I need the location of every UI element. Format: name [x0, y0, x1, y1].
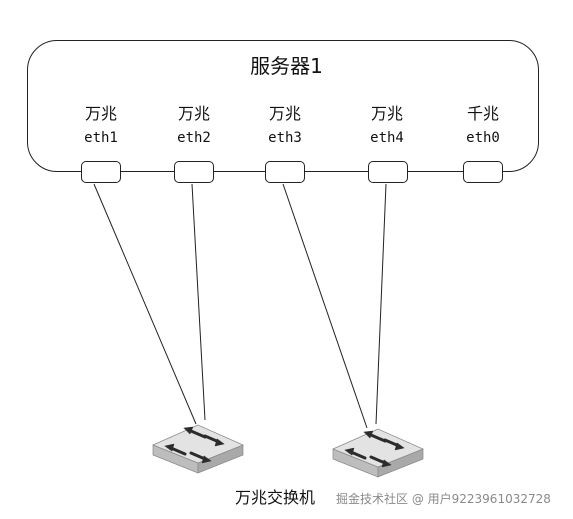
port-name-eth2: eth2: [177, 130, 211, 146]
port-speed-eth0: 千兆: [466, 104, 499, 123]
link-eth3-switch2: [282, 183, 368, 429]
network-switch-icon: [152, 424, 244, 474]
port-name-eth4: eth4: [370, 130, 404, 146]
port-eth4: [368, 161, 408, 183]
switch-label: 万兆交换机: [235, 488, 316, 507]
port-name-eth3: eth3: [268, 130, 302, 146]
watermark: 掘金技术社区 @ 用户9223961032728: [336, 492, 551, 506]
port-name-eth0: eth0: [466, 130, 500, 146]
port-speed-eth3: 万兆: [268, 104, 301, 123]
port-eth0: [463, 161, 503, 183]
port-speed-eth4: 万兆: [370, 104, 403, 123]
server-title: 服务器1: [250, 54, 323, 78]
port-name-eth1: eth1: [84, 130, 118, 146]
port-eth2: [174, 161, 214, 183]
link-eth4-switch2: [375, 183, 387, 425]
port-eth1: [81, 161, 121, 183]
port-speed-eth2: 万兆: [177, 104, 210, 123]
link-eth1-switch1: [93, 183, 197, 425]
link-eth2-switch1: [191, 183, 206, 421]
network-switch-icon: [332, 428, 424, 478]
port-speed-eth1: 万兆: [84, 104, 117, 123]
port-eth3: [265, 161, 305, 183]
